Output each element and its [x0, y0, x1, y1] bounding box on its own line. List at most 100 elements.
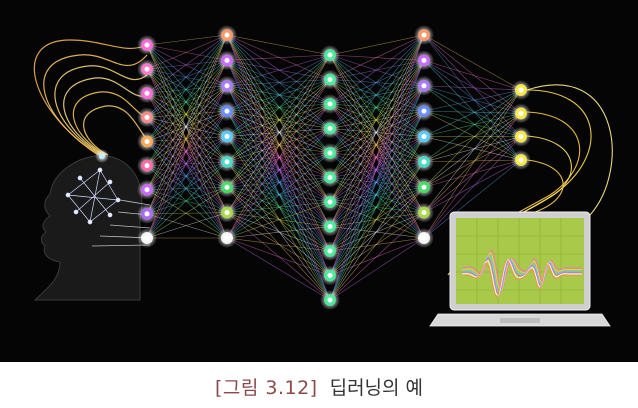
hidden-layer-3-node — [414, 228, 434, 248]
network-edge — [423, 60, 522, 137]
network-edge — [226, 161, 331, 203]
network-edge — [423, 136, 522, 213]
network-edge — [146, 60, 228, 239]
network-edge — [146, 161, 228, 166]
hidden-layer-3-node — [414, 75, 434, 96]
network-edge — [226, 201, 331, 239]
network-edge — [146, 34, 228, 46]
network-edge — [226, 54, 331, 87]
network-edge — [146, 34, 228, 94]
network-edge — [226, 136, 331, 203]
hidden-layer-1-node — [217, 25, 237, 45]
network-edge — [226, 128, 331, 239]
network-edge — [329, 34, 425, 301]
network-edge — [226, 186, 331, 203]
hidden-layer-2-node — [320, 143, 340, 163]
network-edge — [329, 54, 425, 188]
network-edge — [329, 54, 425, 137]
network-edge — [146, 141, 228, 213]
network-edge — [146, 213, 228, 239]
network-edge — [329, 136, 425, 154]
network-edge — [329, 79, 425, 112]
hidden-layer-2-node — [320, 265, 340, 286]
hidden-layer-1-node — [217, 177, 237, 198]
input-layer-node — [137, 35, 157, 55]
hidden-layer-1-node — [217, 228, 237, 248]
network-edge — [423, 89, 522, 239]
network-edge — [226, 103, 331, 239]
network-edge — [226, 177, 331, 188]
network-edge — [329, 34, 425, 227]
network-edge — [423, 89, 522, 213]
network-edge — [423, 113, 522, 163]
network-edge — [329, 237, 425, 276]
network-edge — [146, 68, 228, 213]
network-edge — [329, 79, 425, 163]
network-edge — [146, 34, 228, 142]
network-edge — [423, 85, 522, 137]
network-edge — [146, 68, 228, 239]
network-edge — [329, 152, 425, 213]
network-edge — [329, 237, 425, 301]
network-edge — [146, 60, 228, 70]
caption-label: [그림 3.12] — [214, 376, 318, 399]
input-layer-node — [137, 179, 157, 200]
brain-network-icon — [65, 167, 121, 225]
network-edge — [329, 79, 425, 213]
network-edge — [146, 68, 228, 188]
network-edge — [146, 186, 228, 239]
network-edge — [146, 136, 228, 142]
network-edge — [329, 187, 425, 301]
network-edge — [423, 159, 522, 163]
network-edge — [329, 103, 425, 163]
network-edge — [226, 60, 331, 80]
network-edge — [146, 212, 228, 215]
network-edge — [146, 68, 228, 163]
input-layer-node — [137, 59, 157, 80]
network-edge — [226, 54, 331, 61]
network-edge — [226, 60, 331, 105]
network-edge — [329, 85, 425, 105]
network-edge — [146, 136, 228, 166]
hidden-layer-3-node — [414, 177, 434, 198]
hidden-layer-2-node — [320, 241, 340, 261]
network-edge — [226, 60, 331, 129]
network-edge — [423, 60, 522, 114]
network-edge — [146, 165, 228, 188]
network-edge — [423, 110, 522, 137]
network-edge — [226, 161, 331, 252]
network-edge — [226, 34, 331, 56]
network-edge — [146, 93, 228, 213]
waveform-graph — [461, 249, 582, 298]
network-edge — [146, 44, 228, 188]
network-edge — [329, 103, 425, 137]
network-edge — [329, 60, 425, 301]
network-edge — [226, 237, 331, 276]
network-edge — [226, 34, 331, 178]
network-edge — [226, 54, 331, 239]
network-edge — [146, 34, 228, 214]
network-edge — [423, 85, 522, 114]
network-edge — [226, 79, 331, 112]
human-head-silhouette — [33, 155, 143, 301]
network-edge — [329, 60, 425, 80]
input-layer-node — [137, 155, 157, 176]
network-edge — [329, 103, 425, 213]
network-edge — [146, 60, 228, 94]
network-edge — [226, 110, 331, 203]
hidden-layer-1-node — [217, 75, 237, 96]
network-edge — [146, 68, 228, 112]
deep-learning-illustration — [0, 0, 638, 362]
network-edge — [423, 89, 522, 137]
input-layer-node — [137, 83, 157, 104]
network-edge — [226, 128, 331, 137]
network-edge — [329, 34, 425, 80]
network-edge — [226, 128, 331, 163]
network-nodes — [137, 25, 531, 310]
network-edge — [146, 93, 228, 163]
network-edge — [329, 186, 425, 227]
network-edge — [423, 110, 522, 161]
network-edge — [226, 110, 331, 154]
network-edge — [146, 161, 228, 191]
hidden-layer-2-node — [320, 216, 340, 237]
